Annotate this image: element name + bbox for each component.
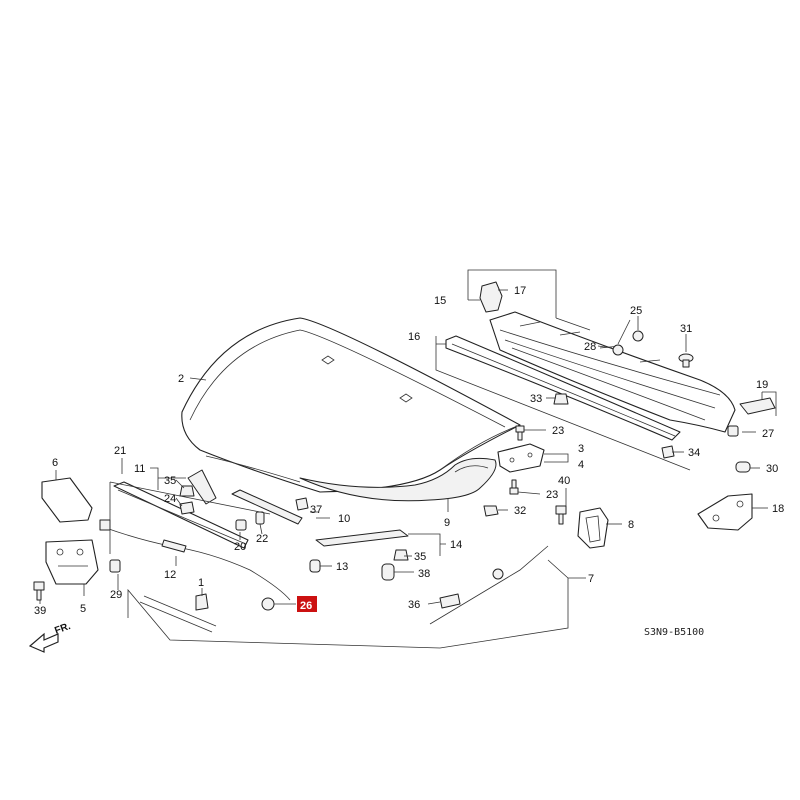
callout-26: 26 <box>300 600 312 612</box>
cowl-top-assembly <box>445 311 736 441</box>
part-32-nut <box>483 505 499 517</box>
part-6-panel <box>41 477 93 523</box>
part-23-bolt-upper <box>515 425 525 441</box>
front-label: FR. <box>53 621 72 637</box>
callout-26-highlight <box>297 596 317 612</box>
callout-25: 25 <box>630 305 642 317</box>
callout-36: 36 <box>408 599 420 611</box>
callout-19: 19 <box>756 379 768 391</box>
callout-32: 32 <box>514 505 526 517</box>
callout-34: 34 <box>688 447 700 459</box>
callout-14: 14 <box>450 539 462 551</box>
part-29-clip <box>109 559 121 573</box>
callout-6: 6 <box>52 457 58 469</box>
callout-20: 20 <box>234 541 246 553</box>
callout-13: 13 <box>336 561 348 573</box>
part-17-bracket <box>479 281 503 313</box>
part-8-bracket <box>577 507 609 549</box>
front-arrow: FR. <box>28 621 72 653</box>
part-25-grommet <box>612 330 644 356</box>
callout-2: 2 <box>178 373 184 385</box>
leader-lines <box>39 269 777 649</box>
part-10-seal <box>231 489 309 525</box>
part-24-clip <box>179 501 195 515</box>
part-26-grommet <box>261 597 275 611</box>
callout-15: 15 <box>434 295 446 307</box>
callout-35-left: 35 <box>164 475 176 487</box>
callout-29: 29 <box>110 589 122 601</box>
callout-16: 16 <box>408 331 420 343</box>
part-11-stay <box>187 469 217 505</box>
callout-40: 40 <box>558 475 570 487</box>
part-19-bracket <box>739 397 776 415</box>
part-13-grommet <box>309 559 321 573</box>
callout-27: 27 <box>762 428 774 440</box>
part-7-prop-rod <box>139 545 549 633</box>
callouts: 2 15 17 16 25 28 31 19 27 33 34 30 3 4 2… <box>34 285 784 617</box>
callout-22: 22 <box>256 533 268 545</box>
callout-31: 31 <box>680 323 692 335</box>
callout-9: 9 <box>444 517 450 529</box>
part-12-cable <box>99 519 291 601</box>
callout-24: 24 <box>164 493 176 505</box>
part-39-bolt <box>33 581 45 601</box>
part-31-plug <box>678 353 694 368</box>
part-22-clip <box>255 511 265 525</box>
callout-39: 39 <box>34 605 46 617</box>
part-30-grommet <box>735 461 751 473</box>
callout-23-upper: 23 <box>552 425 564 437</box>
callout-7: 7 <box>588 573 594 585</box>
callout-18: 18 <box>772 503 784 515</box>
callout-11: 11 <box>134 463 145 475</box>
part-3-hinge <box>497 443 545 473</box>
callout-17: 17 <box>514 285 526 297</box>
part-34-clip <box>661 445 675 459</box>
part-18-bracket <box>697 493 753 531</box>
part-38-bumper <box>381 563 395 581</box>
callout-12: 12 <box>164 569 176 581</box>
diagram-code: S3N9-B5100 <box>644 627 704 638</box>
part-20-clip <box>235 519 247 531</box>
part-35-clip-a <box>179 485 195 497</box>
callout-1: 1 <box>198 577 204 589</box>
callout-4: 4 <box>578 459 584 471</box>
part-35-clip-b <box>393 549 409 561</box>
hood-panel <box>181 317 521 502</box>
callout-35-right: 35 <box>414 551 426 563</box>
part-21-seal <box>113 481 249 549</box>
callout-3: 3 <box>578 443 584 455</box>
callout-37: 37 <box>310 504 322 516</box>
part-5-latch <box>45 539 99 585</box>
callout-21: 21 <box>114 445 126 457</box>
part-23-bolt-lower <box>509 479 519 495</box>
part-40-bolt <box>555 505 567 525</box>
part-33-clip <box>553 393 569 405</box>
callout-38: 38 <box>418 568 430 580</box>
callout-28: 28 <box>584 341 596 353</box>
callout-10: 10 <box>338 513 350 525</box>
callout-33: 33 <box>530 393 542 405</box>
part-36-clip <box>439 593 461 609</box>
callout-5: 5 <box>80 603 86 615</box>
callout-8: 8 <box>628 519 634 531</box>
part-1-handle <box>195 593 209 611</box>
part-14-strip <box>315 529 409 547</box>
callout-23-lower: 23 <box>546 489 558 501</box>
part-27-clip <box>727 425 739 437</box>
callout-30: 30 <box>766 463 778 475</box>
